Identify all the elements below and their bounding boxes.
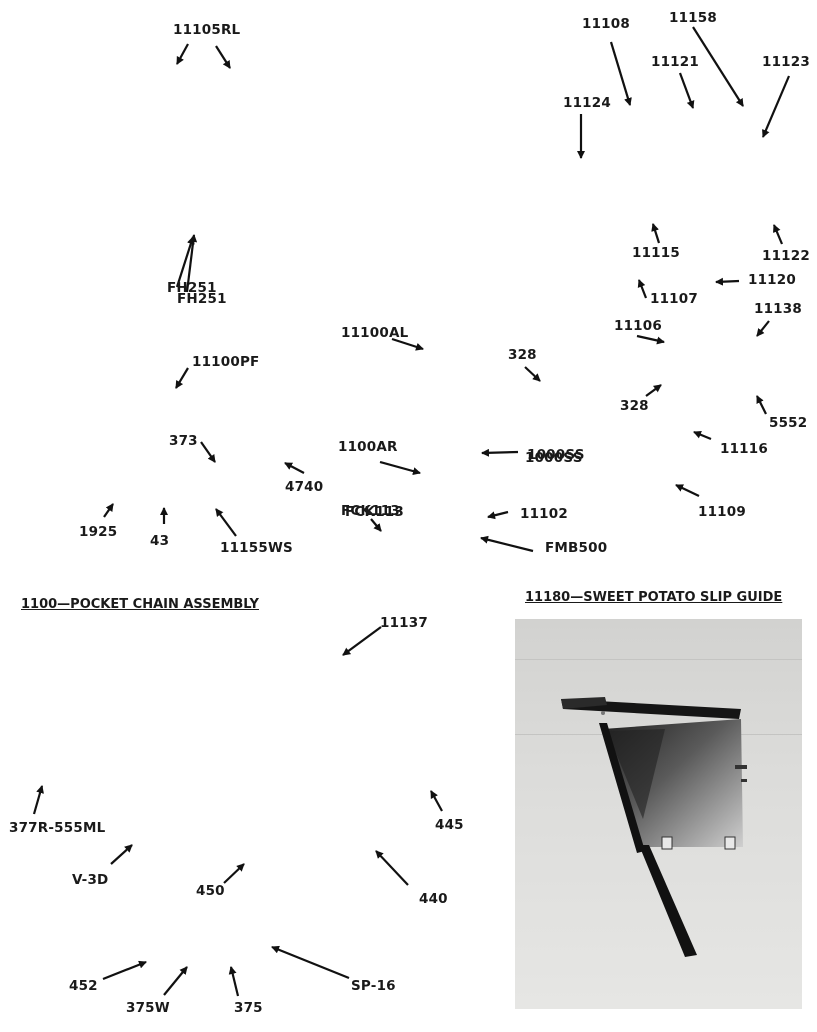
part-label-fh251-a: FH251: [167, 280, 217, 296]
arrow-373: [200, 441, 216, 463]
part-label-11158: 11158: [669, 10, 717, 26]
part-label-11105rl: 11105RL: [173, 22, 241, 38]
part-label-450: 450: [196, 883, 225, 899]
part-label-11106: 11106: [614, 318, 662, 334]
part-label-11100pf: 11100PF: [192, 354, 260, 370]
part-label-1000ss-a: 1000SS: [527, 447, 585, 463]
part-label-11116: 11116: [720, 441, 768, 457]
arrow-fmb500: [480, 535, 534, 553]
part-label-v-3d: V-3D: [72, 872, 109, 888]
part-label-377r-555ml: 377R-555ML: [9, 820, 106, 836]
arrow-11100al: [391, 337, 424, 351]
arrow-11122: [772, 224, 784, 245]
part-label-328-b: 328: [620, 398, 649, 414]
arrow-11107: [637, 279, 648, 299]
part-label-1100ar: 1100AR: [338, 439, 398, 455]
arrow-328-a: [524, 366, 541, 382]
part-label-fck113-a: FCK113: [341, 503, 400, 519]
arrow-440: [375, 850, 409, 886]
part-label-375w: 375W: [126, 1000, 170, 1016]
arrow-1000ss: [481, 448, 519, 457]
part-label-373: 373: [169, 433, 198, 449]
part-label-sp-16: SP-16: [351, 978, 396, 994]
part-label-5552: 5552: [769, 415, 808, 431]
arrow-5552: [756, 395, 767, 415]
arrow-sp-16: [271, 945, 350, 980]
arrow-11120: [715, 277, 740, 286]
part-label-11137: 11137: [380, 615, 428, 631]
arrow-1100ar: [379, 460, 421, 476]
part-label-11124: 11124: [563, 95, 611, 111]
arrow-11138: [756, 320, 770, 337]
arrow-11102: [487, 510, 509, 520]
part-label-11100al: 11100AL: [341, 325, 409, 341]
pocket-chain-assembly-title: 1100—POCKET CHAIN ASSEMBLY: [21, 597, 259, 612]
part-label-11107: 11107: [650, 291, 698, 307]
slip-guide-title: 11180—SWEET POTATO SLIP GUIDE: [525, 590, 783, 605]
arrow-375: [228, 966, 240, 997]
part-label-11115: 11115: [632, 245, 680, 261]
part-label-445: 445: [435, 817, 464, 833]
arrow-11123: [761, 75, 791, 138]
arrow-375w: [163, 966, 188, 996]
part-label-11120: 11120: [748, 272, 796, 288]
part-label-452: 452: [69, 978, 98, 994]
arrow-452: [102, 960, 147, 981]
part-label-4740: 4740: [285, 479, 324, 495]
arrow-11100pf: [175, 367, 189, 389]
arrow-11115: [651, 223, 661, 244]
arrow-11137: [342, 626, 382, 656]
arrow-377r-555ml: [32, 785, 44, 815]
part-label-328-a: 328: [508, 347, 537, 363]
part-label-11108: 11108: [582, 16, 630, 32]
arrow-11106: [636, 334, 665, 345]
part-label-fmb500: FMB500: [545, 540, 608, 556]
arrow-11105rl-left: [176, 43, 189, 65]
part-label-1925: 1925: [79, 524, 118, 540]
arrow-328-b: [645, 384, 662, 397]
part-label-11121: 11121: [651, 54, 699, 70]
arrow-fh251-a: [175, 236, 195, 288]
arrow-11105rl-right: [215, 45, 231, 69]
part-label-11102: 11102: [520, 506, 568, 522]
part-label-11155ws: 11155WS: [220, 540, 293, 556]
arrow-1925: [103, 503, 114, 518]
arrow-4740: [284, 462, 305, 474]
part-label-fck113-b: FCK113: [345, 504, 404, 520]
arrow-11155ws: [215, 508, 237, 537]
part-label-11122: 11122: [762, 248, 810, 264]
part-label-fh251-b: FH251: [177, 291, 227, 307]
arrow-445: [430, 790, 443, 812]
part-label-1000ss-b: 1000SS: [525, 450, 583, 466]
arrow-11109: [675, 484, 700, 497]
arrow-fck113: [370, 518, 382, 532]
slip-guide-photo: [515, 619, 802, 1009]
arrow-11121: [678, 72, 695, 109]
slip-guide-illustration: [561, 697, 747, 957]
arrow-v-3d: [110, 844, 133, 865]
part-label-375: 375: [234, 1000, 263, 1016]
arrow-fh251-b: [185, 234, 198, 293]
part-label-43: 43: [150, 533, 170, 549]
part-label-11109: 11109: [698, 504, 746, 520]
arrow-11158: [692, 26, 744, 107]
part-label-440: 440: [419, 891, 448, 907]
part-label-11138: 11138: [754, 301, 802, 317]
arrow-450: [223, 863, 245, 884]
arrow-11116: [693, 430, 712, 441]
part-label-11123: 11123: [762, 54, 810, 70]
arrow-11108: [609, 41, 632, 106]
